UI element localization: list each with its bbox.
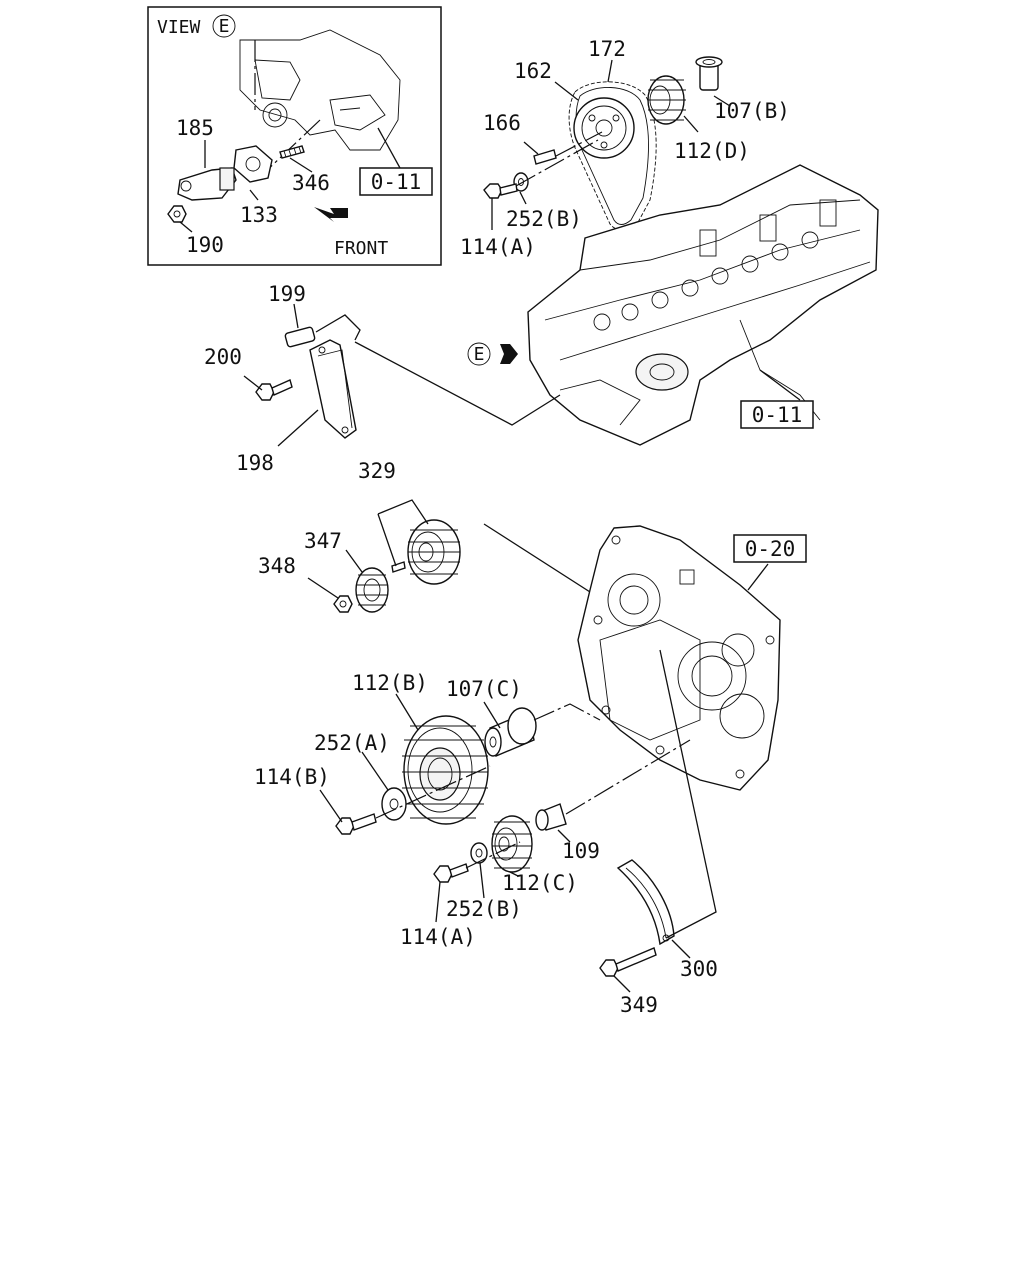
e-arrow-icon (500, 344, 518, 364)
part-185-sensor (177, 167, 237, 201)
tensioner-assembly: 300 349 (599, 649, 718, 1017)
label-112d: 112(D) (674, 139, 750, 163)
front-arrow-icon (314, 207, 348, 222)
part-114b-bolt (335, 813, 377, 835)
label-199: 199 (268, 282, 306, 306)
label-252b-top: 252(B) (506, 207, 582, 231)
label-109: 109 (562, 839, 600, 863)
label-329: 329 (358, 459, 396, 483)
label-200: 200 (204, 345, 242, 369)
cover-ref-label: 0-20 (745, 537, 796, 561)
part-166-pin (533, 149, 557, 165)
label-166: 166 (483, 111, 521, 135)
label-198: 198 (236, 451, 274, 475)
label-107b: 107(B) (714, 99, 790, 123)
e-arrow-circle (467, 342, 491, 366)
label-114a-bottom: 114(A) (400, 925, 476, 949)
label-133: 133 (240, 203, 278, 227)
label-112c: 112(C) (502, 871, 578, 895)
part-112b-gear (402, 715, 489, 825)
view-letter: E (219, 16, 230, 37)
idler-gear-assembly: 329 347 348 (258, 459, 651, 653)
cover-ref-box (733, 534, 807, 563)
part-346-stud (279, 145, 305, 159)
part-112d-gear (647, 75, 686, 125)
label-172: 172 (588, 37, 626, 61)
label-349: 349 (620, 993, 658, 1017)
lower-gear-assembly: 112(B) 107(C) 252(A) 114(B) 109 112(C) 2… (254, 671, 691, 949)
part-112c-gear (491, 815, 533, 873)
part-109-bushing (535, 803, 567, 831)
view-title: VIEW (157, 17, 201, 38)
label-185: 185 (176, 116, 214, 140)
label-252b-bottom: 252(B) (446, 897, 522, 921)
view-letter-circle (212, 14, 236, 38)
label-252a: 252(A) (314, 731, 390, 755)
part-162-sprocket (573, 97, 635, 159)
part-133-gasket (233, 145, 273, 183)
label-346: 346 (292, 171, 330, 195)
part-107c-bushing (484, 707, 537, 757)
part-199-pin (284, 326, 316, 348)
view-housing-sketch (239, 29, 401, 176)
part-114a-bolt-top (483, 183, 518, 199)
label-190: 190 (186, 233, 224, 257)
label-300: 300 (680, 957, 718, 981)
part-198-guide (309, 339, 357, 439)
part-329-gear (407, 519, 461, 585)
part-107b-bushing (695, 56, 723, 91)
idler-pin (391, 561, 406, 573)
part-347-gear (355, 567, 389, 613)
part-172-chain (568, 81, 657, 231)
timing-chain-assembly: 172 162 166 107(B) 112(D) 252(B) 114(A) (460, 37, 790, 259)
part-252a-washer (381, 787, 407, 821)
label-347: 347 (304, 529, 342, 553)
label-162: 162 (514, 59, 552, 83)
part-190-bolt (167, 205, 187, 223)
inset-ref-box (359, 167, 433, 196)
part-349-bolt (599, 947, 657, 977)
inset-frame (147, 6, 442, 266)
head-ref-label: 0-11 (752, 403, 803, 427)
front-cover (577, 525, 781, 791)
inset-ref-label: 0-11 (371, 170, 422, 194)
e-arrow-letter: E (474, 344, 485, 365)
part-348-nut (333, 595, 353, 613)
part-252b-washer-top (513, 172, 529, 192)
part-200-bolt (255, 379, 293, 401)
label-114b: 114(B) (254, 765, 330, 789)
part-300-guide (616, 859, 675, 946)
view-e-inset: VIEW E (147, 6, 442, 266)
part-114a-bolt-bottom (433, 863, 469, 883)
label-348: 348 (258, 554, 296, 578)
front-label: FRONT (334, 238, 388, 259)
cylinder-head (527, 164, 879, 446)
label-112b: 112(B) (352, 671, 428, 695)
part-252b-washer-bottom (470, 842, 488, 864)
chain-guide-assembly: 199 200 198 (204, 282, 561, 475)
label-107c: 107(C) (446, 677, 522, 701)
label-114a-top: 114(A) (460, 235, 536, 259)
head-ref-box (740, 400, 814, 429)
